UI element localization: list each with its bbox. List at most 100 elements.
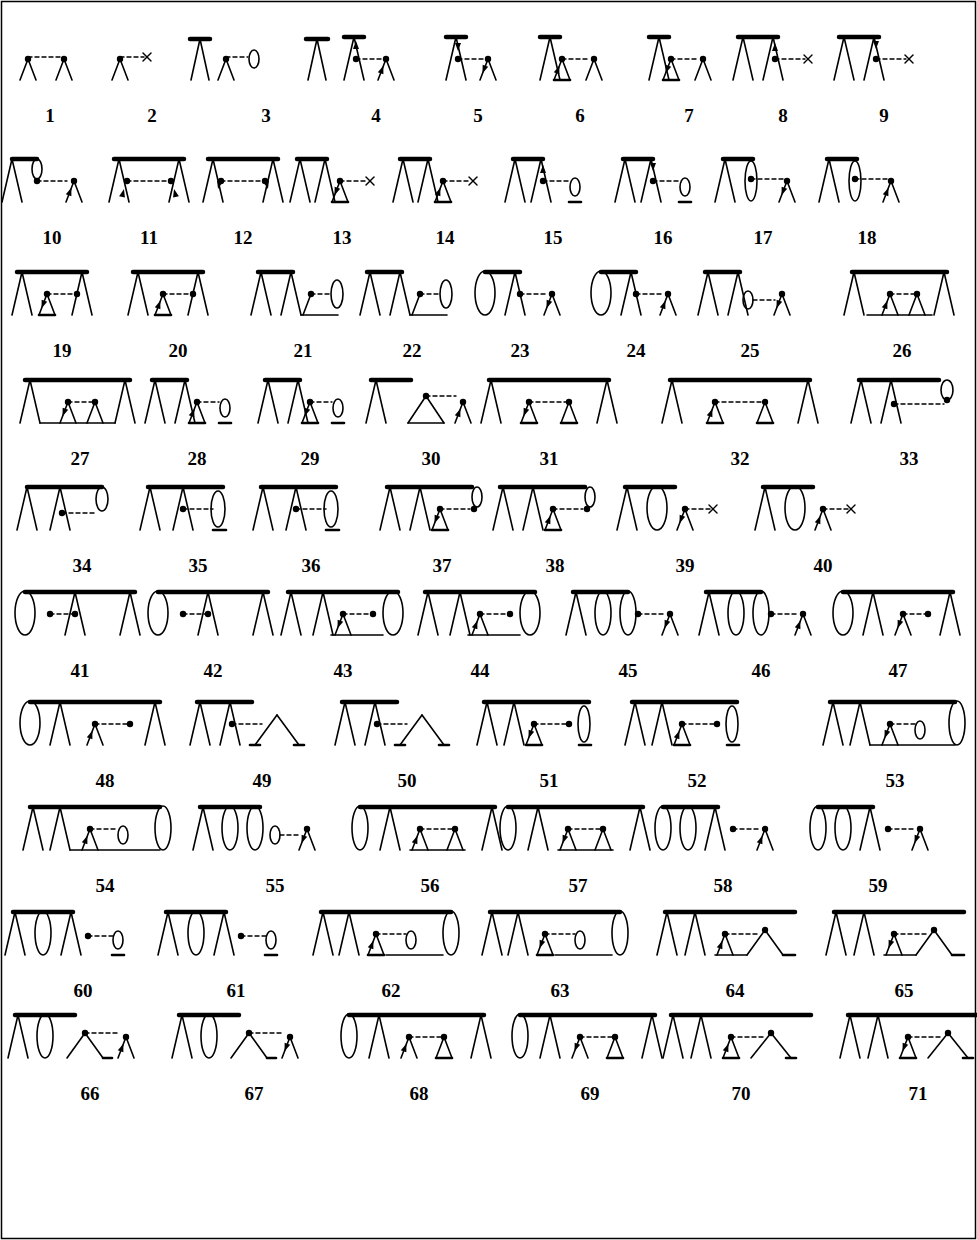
diagram-line [390, 272, 400, 315]
diagram-line [544, 294, 552, 315]
diagram-line [400, 715, 422, 745]
diagram-line [443, 180, 470, 181]
arrow-head [118, 1044, 124, 1053]
diagram-figure [313, 911, 459, 955]
diagram-line [569, 201, 581, 204]
vertex-dot [768, 1030, 774, 1036]
vertex-dot [485, 56, 491, 62]
diagram-line [663, 79, 679, 82]
diagram-line [883, 181, 891, 202]
diagram-line [775, 58, 805, 59]
callout-number: 38 [546, 556, 565, 575]
loop-line [575, 931, 585, 949]
diagram-figure [203, 159, 283, 202]
diagram-line [182, 1015, 192, 1058]
diagram-line [251, 272, 261, 315]
diagram-line [311, 293, 331, 294]
loop-line [270, 826, 280, 844]
diagram-figure [851, 380, 953, 423]
diagram-line [520, 293, 545, 294]
arrow-head [435, 188, 441, 197]
vertex-dot [665, 291, 671, 297]
arrow-head [882, 301, 888, 310]
arrow-head [757, 836, 763, 845]
diagram-line [150, 487, 160, 530]
diagram-line [301, 314, 338, 316]
diagram-line [657, 912, 667, 955]
diagram-line [484, 700, 589, 705]
diagram-line [368, 934, 376, 955]
diagram-line [834, 910, 964, 915]
callout-number: 58 [714, 876, 733, 895]
callout-number: 16 [654, 228, 673, 247]
diagram-line [95, 724, 103, 745]
diagram-line [203, 807, 213, 850]
diagram-line [428, 159, 438, 202]
diagram-line [112, 59, 120, 80]
vertex-dot [714, 721, 720, 727]
diagram-line [249, 1033, 267, 1058]
arrow-head [723, 1044, 729, 1053]
diagram-line [103, 1057, 112, 1060]
diagram-line [728, 272, 738, 315]
diagram-figure [380, 487, 482, 530]
arrow-head [472, 621, 478, 630]
diagram-line [569, 402, 577, 423]
arrow-head [155, 301, 161, 310]
callout-number: 55 [266, 876, 285, 895]
diagram-line [443, 181, 451, 202]
diagram-line [87, 724, 95, 745]
diagram-line [670, 378, 810, 383]
diagram-line [253, 487, 263, 530]
diagram-line [803, 614, 811, 635]
diagram-line [863, 592, 873, 635]
diagram-line [95, 402, 103, 423]
diagram-line [17, 270, 87, 275]
callout-number: 43 [334, 661, 353, 680]
callout-number: 59 [869, 876, 888, 895]
diagram-line [420, 828, 455, 829]
diagram-line [218, 59, 226, 80]
diagram-line [418, 159, 428, 202]
diagram-line [660, 294, 668, 315]
diagram-line [804, 55, 812, 63]
diagram-line [890, 724, 898, 745]
diagram-line [200, 39, 209, 80]
diagram-line [366, 177, 374, 185]
arrow-head [285, 1043, 291, 1052]
diagram-line [528, 807, 538, 850]
diagram-line [378, 59, 386, 80]
diagram-line [757, 402, 765, 423]
arrow-head [455, 43, 461, 51]
diagram-figure [253, 487, 339, 530]
diagram-line [890, 294, 898, 315]
diagram-line [455, 829, 463, 850]
diagram-line [905, 55, 913, 63]
diagram-line [873, 592, 883, 635]
diagram-line [303, 294, 311, 315]
diagram-line [432, 509, 440, 530]
diagram-line [152, 378, 187, 383]
diagram-line [652, 1015, 662, 1058]
loop-line [585, 487, 595, 507]
diagram-line [751, 1033, 771, 1058]
vertex-dot [127, 721, 133, 727]
diagram-line [426, 396, 444, 423]
diagram-line [70, 849, 160, 851]
diagram-line [607, 380, 617, 423]
diagram-line [490, 910, 620, 915]
diagram-line [920, 829, 928, 850]
loop-line [352, 806, 368, 850]
loop-line [833, 591, 853, 635]
callout-number: 34 [73, 556, 92, 575]
diagram-line [715, 402, 723, 423]
diagram-line [950, 592, 960, 635]
diagram-line [179, 159, 189, 202]
loop-line [222, 806, 238, 850]
diagram-line [321, 910, 451, 915]
loop-line [512, 1014, 528, 1058]
diagram-line [725, 159, 735, 202]
arrow-head [873, 41, 879, 49]
diagram-line [765, 487, 775, 530]
diagram-line [526, 724, 534, 745]
